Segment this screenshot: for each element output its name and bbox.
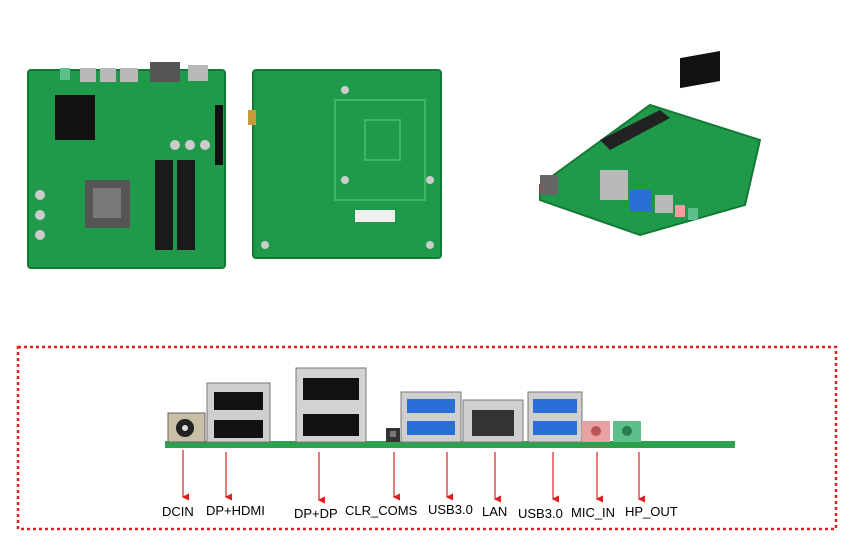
sodimm-slot [177, 160, 195, 250]
hp-out-jack [613, 421, 641, 442]
dp-hdmi-connector [206, 382, 271, 443]
callout-arrows [181, 450, 645, 504]
board-top-view [27, 62, 226, 269]
io-connectors-top [60, 62, 208, 82]
label-dp-dp: DP+DP [294, 506, 338, 521]
label-hp-out: HP_OUT [625, 504, 678, 519]
dp-dp-connector [295, 367, 367, 443]
usb3-connector-1 [400, 391, 462, 443]
io-panel [165, 367, 735, 448]
label-usb3-2: USB3.0 [518, 506, 563, 521]
board-bottom-view [248, 69, 442, 259]
io-labels: DCIN DP+HDMI DP+DP CLR_COMS USB3.0 LAN U… [162, 502, 678, 521]
heatsink [55, 95, 95, 140]
label-lan: LAN [482, 504, 507, 519]
pcb-edge [165, 441, 735, 448]
clr-coms-button [386, 428, 400, 442]
usb3-connector-2 [527, 391, 583, 443]
heatsink [680, 51, 720, 89]
mic-in-jack [582, 421, 610, 442]
board-isometric-view [539, 51, 762, 237]
label-mic-in: MIC_IN [571, 505, 615, 520]
label-dp-hdmi: DP+HDMI [206, 503, 265, 518]
dcin-connector [167, 412, 206, 443]
sodimm-slot [155, 160, 173, 250]
io-panel-frame [16, 345, 838, 531]
label-usb3-1: USB3.0 [428, 502, 473, 517]
lan-connector [462, 399, 524, 443]
label-clr-coms: CLR_COMS [345, 503, 418, 518]
label-dcin: DCIN [162, 504, 194, 519]
